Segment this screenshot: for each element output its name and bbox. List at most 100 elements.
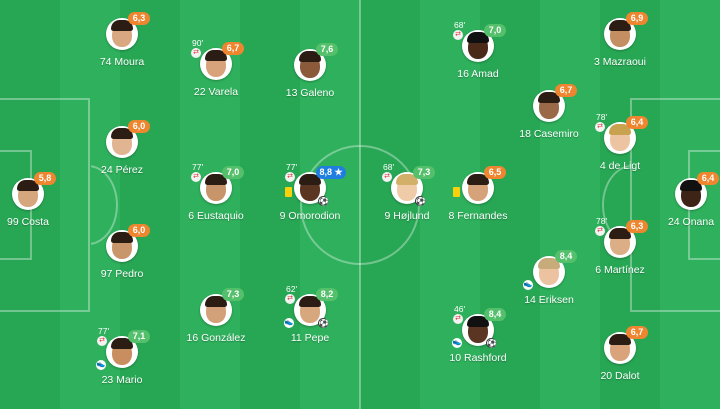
player-name: 97 Pedro [100,268,144,280]
player-card[interactable]: 6,9 3 Mazraoui [565,12,675,92]
player-rating: 6,0 [128,120,150,133]
player-rating: 6,7 [555,84,577,97]
player-rating: 8,4 [555,250,577,263]
player-card[interactable]: 46' ⇄ 8,4 👟 ⚽ 10 Rashford [423,304,533,388]
player-name: 6 Eustaquio [188,210,244,222]
player-card[interactable]: 68' ⇄ 7,0 16 Amad [423,20,533,104]
player-rating: 7,1 [128,330,150,343]
player-name: 74 Moura [99,56,145,68]
player-rating: 5,8 [34,172,56,185]
player-avatar [106,230,138,262]
player-rating: 7,6 [316,43,338,56]
substitution-icon: ⇄ [453,314,463,324]
sub-minute: 78' [596,216,608,226]
player-avatar [106,336,138,368]
player-name: 23 Mario [101,374,143,386]
player-name: 8 Fernandes [448,210,508,222]
goal-ball-icon: ⚽ [415,196,426,206]
player-card[interactable]: 77' ⇄ 8,8 ★ ⚽ 9 Omorodion [255,162,365,246]
assist-boot-icon: 👟 [284,318,294,328]
player-name: 24 Pérez [100,164,144,176]
player-rating: 6,3 [626,220,648,233]
player-rating: 6,4 [626,116,648,129]
assist-boot-icon: 👟 [452,338,462,348]
left-penalty-box [0,98,90,312]
player-name: 16 Amad [457,68,499,80]
player-rating: 6,0 [128,224,150,237]
player-name: 99 Costa [6,216,50,228]
player-name: 3 Mazraoui [594,56,646,68]
player-card[interactable]: 6,3 74 Moura [67,12,177,92]
player-card[interactable]: 5,8 99 Costa [0,172,83,252]
substitution-icon: ⇄ [453,30,463,40]
player-card[interactable]: 6,0 97 Pedro [67,224,177,304]
player-rating: 8,2 [316,288,338,301]
player-name: 10 Rashford [449,352,507,364]
right-penalty-box [630,98,720,312]
player-avatar [200,294,232,326]
player-card[interactable]: 8,4 👟 14 Eriksen [494,250,604,330]
sub-minute: 77' [192,162,204,172]
player-avatar [200,48,232,80]
player-card[interactable]: 62' ⇄ 8,2 👟 ⚽ 11 Pepe [255,284,365,368]
sub-minute: 68' [383,162,395,172]
substitution-icon: ⇄ [97,336,107,346]
substitution-icon: ⇄ [191,172,201,182]
player-rating: 6,4 [697,172,719,185]
player-name: 22 Varela [193,86,239,98]
assist-boot-icon: 👟 [523,280,533,290]
player-name: 16 González [186,332,246,344]
player-rating: 7,3 [222,288,244,301]
player-rating: 6,7 [222,42,244,55]
player-card[interactable]: 6,5 8 Fernandes [423,166,533,246]
sub-minute: 78' [596,112,608,122]
player-name: 9 Omorodion [279,210,341,222]
player-card[interactable]: 68' ⇄ 7,3 ⚽ 9 Højlund [352,162,462,246]
yellow-card-icon [285,187,292,197]
player-card[interactable]: 77' ⇄ 7,1 👟 23 Mario [67,326,177,409]
player-card[interactable]: 7,6 13 Galeno [255,43,365,123]
player-name: 6 Martínez [595,264,645,276]
substitution-icon: ⇄ [595,226,605,236]
player-card[interactable]: 90' ⇄ 6,7 22 Varela [161,38,271,122]
player-rating: 7,0 [222,166,244,179]
sub-minute: 46' [454,304,466,314]
substitution-icon: ⇄ [285,294,295,304]
sub-minute: 77' [98,326,110,336]
goal-ball-icon: ⚽ [318,196,329,206]
player-rating: 8,8 ★ [316,166,346,179]
player-name: 24 Onana [667,216,715,228]
player-rating: 6,5 [484,166,506,179]
player-name: 4 de Ligt [599,160,641,172]
substitution-icon: ⇄ [285,172,295,182]
sub-minute: 90' [192,38,204,48]
sub-minute: 62' [286,284,298,294]
player-card[interactable]: 6,7 20 Dalot [565,326,675,406]
player-card[interactable]: 6,7 18 Casemiro [494,84,604,164]
substitution-icon: ⇄ [191,48,201,58]
player-card[interactable]: 6,0 24 Pérez [67,120,177,200]
player-name: 14 Eriksen [524,294,574,306]
sub-minute: 68' [454,20,466,30]
player-card[interactable]: 77' ⇄ 7,0 6 Eustaquio [161,162,271,246]
goal-ball-icon: ⚽ [318,318,329,328]
player-avatar [533,90,565,122]
player-card[interactable]: 6,4 24 Onana [636,172,720,252]
player-name: 18 Casemiro [519,128,579,140]
sub-minute: 77' [286,162,298,172]
player-avatar [106,18,138,50]
player-card[interactable]: 78' ⇄ 6,3 6 Martínez [565,216,675,300]
yellow-card-icon [453,187,460,197]
player-avatar [462,172,494,204]
player-name: 11 Pepe [290,332,330,344]
player-rating: 8,4 [484,308,506,321]
player-card[interactable]: 7,3 16 González [161,288,271,368]
substitution-icon: ⇄ [382,172,392,182]
player-name: 9 Højlund [384,210,430,222]
player-avatar [294,172,326,204]
player-name: 20 Dalot [600,370,640,382]
player-card[interactable]: 78' ⇄ 6,4 4 de Ligt [565,112,675,196]
goal-ball-icon: ⚽ [486,338,497,348]
substitution-icon: ⇄ [595,122,605,132]
